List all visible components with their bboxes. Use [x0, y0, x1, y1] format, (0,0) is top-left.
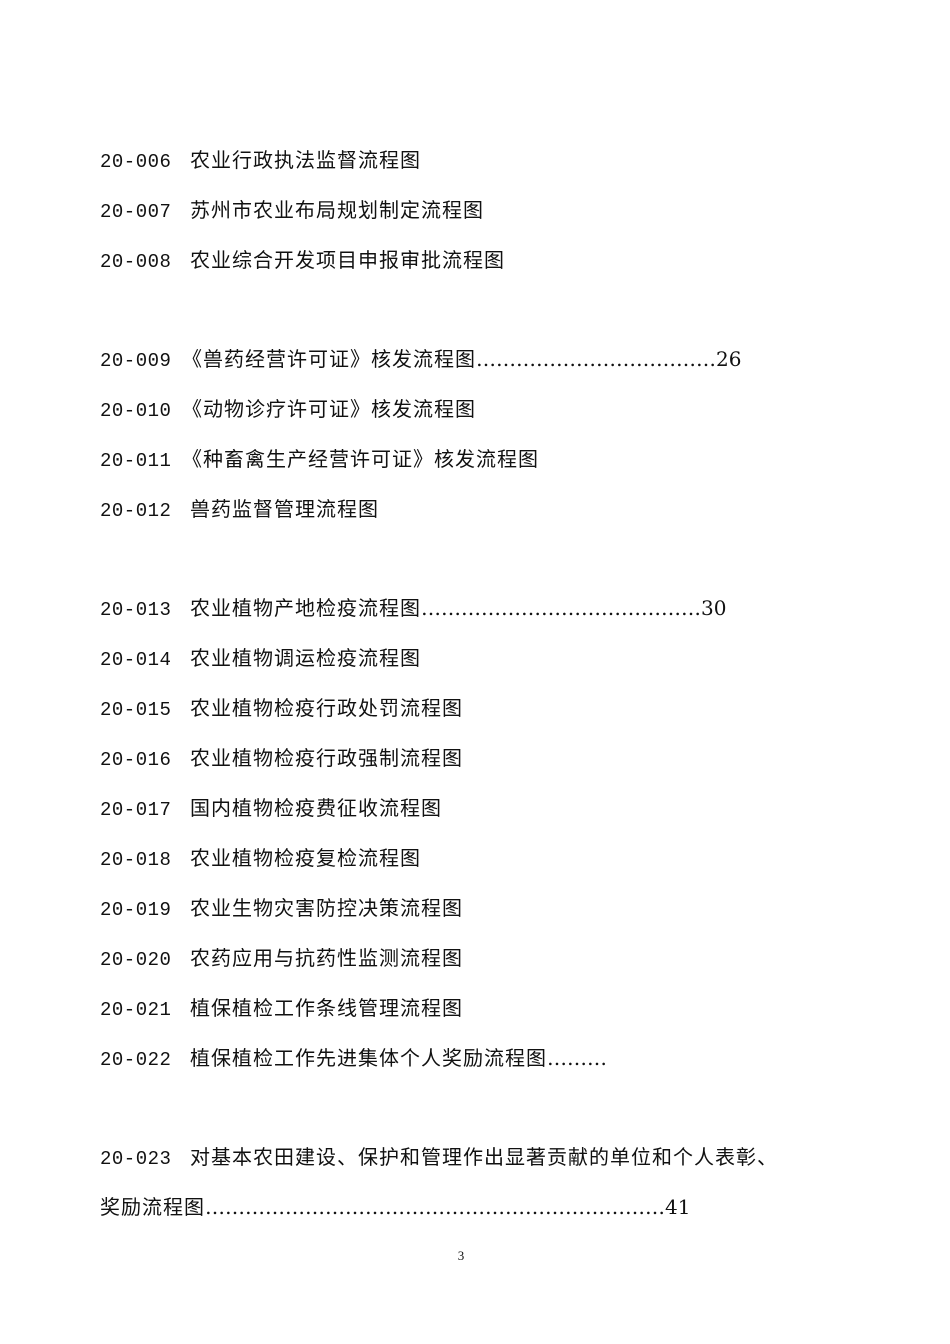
entry-page: 30 [701, 596, 727, 620]
entry-title: 农业行政执法监督流程图 [190, 148, 421, 172]
toc-entry: 20-022 植保植检工作先进集体个人奖励流程图……… [100, 1046, 607, 1072]
entry-title: 农业植物检疫复检流程图 [190, 846, 421, 870]
entry-title: 农业植物检疫行政处罚流程图 [190, 696, 463, 720]
entry-title: 农业植物检疫行政强制流程图 [190, 746, 463, 770]
toc-entry: 20-018 农业植物检疫复检流程图 [100, 846, 421, 872]
entry-code: 20-018 [100, 849, 172, 871]
entry-title: 《兽药经营许可证》核发流程图 [182, 347, 476, 371]
toc-entry: 20-015 农业植物检疫行政处罚流程图 [100, 696, 463, 722]
toc-entry: 20-014 农业植物调运检疫流程图 [100, 646, 421, 672]
entry-title: 农业综合开发项目申报审批流程图 [190, 248, 505, 272]
toc-entry: 20-020 农药应用与抗药性监测流程图 [100, 946, 463, 972]
entry-code: 20-019 [100, 899, 172, 921]
toc-entry: 20-019 农业生物灾害防控决策流程图 [100, 896, 463, 922]
entry-title: 农业生物灾害防控决策流程图 [190, 896, 463, 920]
entry-title: 农药应用与抗药性监测流程图 [190, 946, 463, 970]
entry-code: 20-021 [100, 999, 172, 1021]
page-number: 3 [457, 1248, 465, 1263]
toc-entry: 20-006 农业行政执法监督流程图 [100, 148, 421, 174]
entry-title: 植保植检工作先进集体个人奖励流程图 [190, 1046, 547, 1070]
entry-title: 《动物诊疗许可证》核发流程图 [182, 397, 476, 421]
entry-code: 20-011 [100, 450, 172, 472]
entry-page: 26 [716, 347, 742, 371]
toc-entry: 20-016 农业植物检疫行政强制流程图 [100, 746, 463, 772]
entry-title: 农业植物产地检疫流程图 [190, 596, 421, 620]
entry-title: 对基本农田建设、保护和管理作出显著贡献的单位和个人表彰、 [190, 1145, 778, 1169]
toc-entry: 20-021 植保植检工作条线管理流程图 [100, 996, 463, 1022]
entry-title: 植保植检工作条线管理流程图 [190, 996, 463, 1020]
entry-title: 国内植物检疫费征收流程图 [190, 796, 442, 820]
leader-dots: …………………………………………………………… [205, 1195, 665, 1219]
entry-code: 20-009 [100, 350, 172, 372]
leader-dots: ……………………………… [476, 347, 716, 371]
entry-code: 20-013 [100, 599, 172, 621]
entry-code: 20-014 [100, 649, 172, 671]
entry-code: 20-008 [100, 251, 172, 273]
entry-title: 农业植物调运检疫流程图 [190, 646, 421, 670]
entry-code: 20-012 [100, 500, 172, 522]
toc-entry-continuation: 奖励流程图……………………………………………………………41 [100, 1195, 690, 1219]
toc-entry: 20-007 苏州市农业布局规划制定流程图 [100, 198, 484, 224]
entry-code: 20-022 [100, 1049, 172, 1071]
entry-page: 41 [665, 1195, 691, 1219]
toc-entry: 20-013 农业植物产地检疫流程图……………………………………30 [100, 596, 726, 622]
entry-title: 兽药监督管理流程图 [190, 497, 379, 521]
toc-entry: 20-011 《种畜禽生产经营许可证》核发流程图 [100, 447, 539, 473]
entry-code: 20-007 [100, 201, 172, 223]
entry-code: 20-015 [100, 699, 172, 721]
entry-title: 苏州市农业布局规划制定流程图 [190, 198, 484, 222]
toc-entry: 20-009 《兽药经营许可证》核发流程图………………………………26 [100, 347, 741, 373]
entry-code: 20-020 [100, 949, 172, 971]
entry-title: 《种畜禽生产经营许可证》核发流程图 [182, 447, 539, 471]
toc-entry: 20-023 对基本农田建设、保护和管理作出显著贡献的单位和个人表彰、 [100, 1145, 778, 1171]
leader-dots: ……… [547, 1046, 607, 1070]
toc-entry: 20-017 国内植物检疫费征收流程图 [100, 796, 442, 822]
entry-code: 20-017 [100, 799, 172, 821]
entry-code: 20-016 [100, 749, 172, 771]
toc-entry: 20-010 《动物诊疗许可证》核发流程图 [100, 397, 476, 423]
entry-title: 奖励流程图 [100, 1195, 205, 1219]
leader-dots: …………………………………… [421, 596, 701, 620]
toc-entry: 20-008 农业综合开发项目申报审批流程图 [100, 248, 505, 274]
entry-code: 20-010 [100, 400, 172, 422]
toc-entry: 20-012 兽药监督管理流程图 [100, 497, 379, 523]
entry-code: 20-023 [100, 1148, 172, 1170]
entry-code: 20-006 [100, 151, 172, 173]
